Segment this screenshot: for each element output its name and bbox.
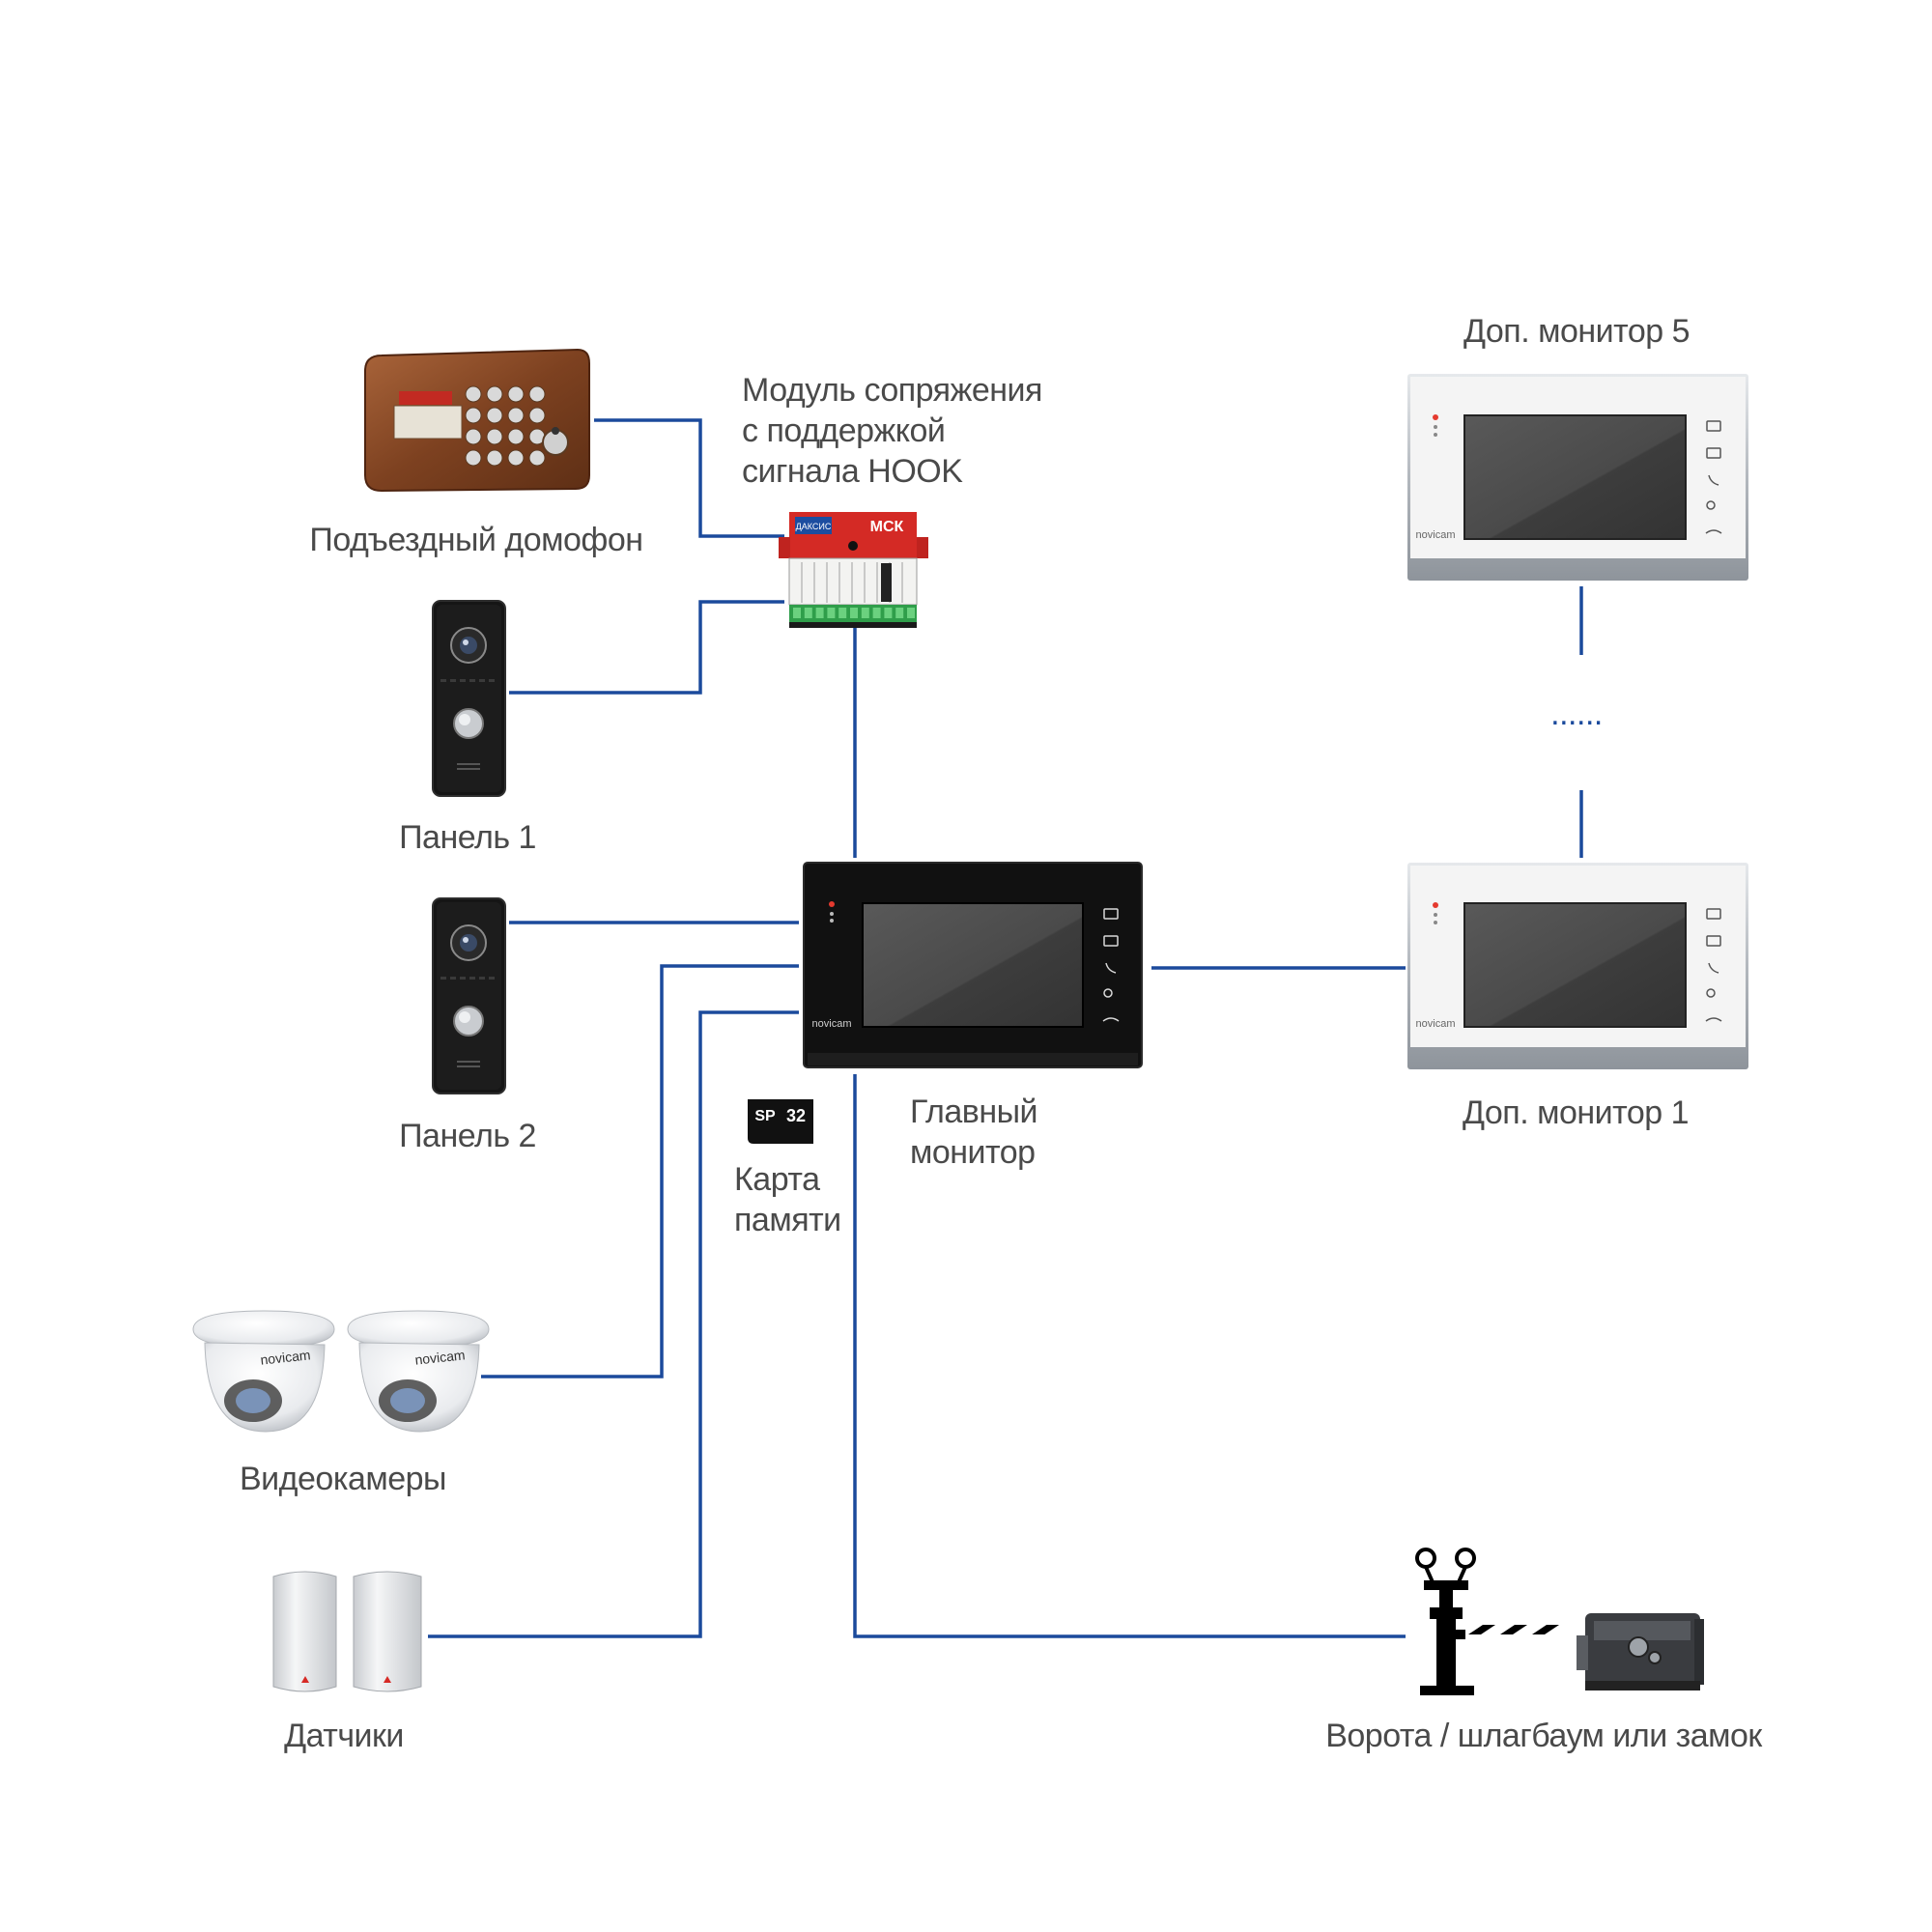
hang-up-icon bbox=[1705, 529, 1722, 534]
camera-right-brand: novicam bbox=[414, 1347, 467, 1367]
sd-brand-text: SP bbox=[754, 1108, 776, 1124]
keypad-key bbox=[465, 385, 482, 403]
keypad-key bbox=[465, 449, 482, 467]
label-panel-2: Панель 2 bbox=[399, 1118, 536, 1154]
key-icon bbox=[1706, 500, 1716, 510]
wire-intercom-to-module bbox=[594, 418, 784, 538]
door-panel-2 bbox=[432, 897, 506, 1094]
module-brand-text: ДАКСИС bbox=[796, 522, 832, 531]
terminal-screw bbox=[804, 608, 812, 618]
extra-monitor-1-brand: novicam bbox=[1416, 1018, 1456, 1030]
terminal-screw bbox=[872, 608, 881, 618]
motion-sensor-right bbox=[353, 1571, 422, 1692]
dome-camera-right: novicam bbox=[347, 1310, 490, 1433]
electric-lock-icon bbox=[1577, 1613, 1704, 1690]
memory-card-icon: SP 32 bbox=[748, 1099, 813, 1144]
keypad-key bbox=[507, 385, 525, 403]
door-panel-1 bbox=[432, 600, 506, 797]
dome-camera-left: novicam bbox=[192, 1310, 335, 1433]
phone-icon bbox=[1708, 474, 1719, 486]
label-sensors: Датчики bbox=[284, 1718, 404, 1754]
label-cameras: Видеокамеры bbox=[240, 1461, 447, 1497]
label-more-monitors-ellipsis: ...... bbox=[1550, 696, 1603, 732]
keypad-key bbox=[507, 449, 525, 467]
terminal-screw bbox=[827, 608, 836, 618]
intercom-icon bbox=[1103, 935, 1119, 947]
phone-icon bbox=[1105, 962, 1117, 974]
label-module-line3: сигнала HOOK bbox=[742, 453, 963, 490]
intercom-icon bbox=[1706, 447, 1721, 459]
keypad-key bbox=[528, 407, 546, 424]
main-monitor-buttons bbox=[1102, 908, 1120, 1022]
keypad bbox=[465, 385, 546, 467]
keypad-key bbox=[528, 449, 546, 467]
label-extra-monitor-5: Доп. монитор 5 bbox=[1463, 313, 1690, 350]
extra-monitor-5-brand: novicam bbox=[1416, 529, 1456, 541]
main-monitor-brand: novicam bbox=[812, 1018, 852, 1030]
key-icon bbox=[1706, 988, 1716, 998]
extra-monitor-5: novicam bbox=[1407, 374, 1748, 581]
keypad-key bbox=[486, 449, 503, 467]
wires bbox=[428, 418, 1583, 1638]
keypad-key bbox=[465, 407, 482, 424]
hang-up-icon bbox=[1705, 1017, 1722, 1022]
sd-capacity-text: 32 bbox=[786, 1106, 806, 1125]
main-monitor: novicam bbox=[803, 862, 1143, 1068]
intercom-icon bbox=[1706, 935, 1721, 947]
keypad-key bbox=[528, 385, 546, 403]
label-main-monitor-line1: Главный bbox=[910, 1094, 1038, 1130]
wire-panel1-to-module bbox=[509, 600, 784, 695]
extra-monitor-1: novicam bbox=[1407, 863, 1748, 1069]
terminal-screw bbox=[838, 608, 847, 618]
terminal-screw bbox=[884, 608, 893, 618]
terminal-screw bbox=[907, 608, 915, 618]
phone-icon bbox=[1708, 962, 1719, 974]
camera-left-brand: novicam bbox=[260, 1347, 312, 1367]
label-extra-monitor-1: Доп. монитор 1 bbox=[1462, 1094, 1690, 1131]
terminal-screw bbox=[793, 608, 801, 618]
monitor-icon bbox=[1706, 908, 1721, 920]
label-module-line2: с поддержкой bbox=[742, 412, 946, 449]
key-icon bbox=[1103, 988, 1113, 998]
wire-main-monitor-to-gate bbox=[853, 1074, 1406, 1638]
keypad-key bbox=[507, 428, 525, 445]
module-model-text: МСК bbox=[870, 519, 904, 535]
building-intercom-panel bbox=[364, 348, 590, 493]
label-module-line1: Модуль сопряжения bbox=[742, 372, 1042, 409]
keypad-key bbox=[486, 407, 503, 424]
terminal-screw bbox=[861, 608, 869, 618]
barrier-gate-icon bbox=[1415, 1548, 1559, 1695]
label-memory-card-line1: Карта bbox=[734, 1161, 820, 1198]
monitor-icon bbox=[1103, 908, 1119, 920]
monitor-icon bbox=[1706, 420, 1721, 432]
terminal-screw bbox=[850, 608, 858, 618]
label-memory-card-line2: памяти bbox=[734, 1202, 841, 1238]
label-building-intercom: Подъездный домофон bbox=[309, 522, 643, 558]
keypad-key bbox=[465, 428, 482, 445]
keypad-key bbox=[507, 407, 525, 424]
interface-module-msk: ДАКСИС МСК bbox=[779, 512, 928, 628]
hang-up-icon bbox=[1102, 1017, 1120, 1022]
terminal-screw bbox=[815, 608, 824, 618]
terminal-screw bbox=[895, 608, 904, 618]
label-gate-or-lock: Ворота / шлагбаум или замок bbox=[1325, 1718, 1762, 1754]
label-panel-1: Панель 1 bbox=[399, 819, 536, 856]
wire-cameras-to-main-monitor bbox=[481, 964, 799, 1378]
label-main-monitor-line2: монитор bbox=[910, 1134, 1036, 1171]
keypad-key bbox=[486, 428, 503, 445]
wire-sensors-to-main-monitor bbox=[428, 1010, 799, 1638]
motion-sensor-left bbox=[272, 1571, 337, 1692]
keypad-key bbox=[486, 385, 503, 403]
